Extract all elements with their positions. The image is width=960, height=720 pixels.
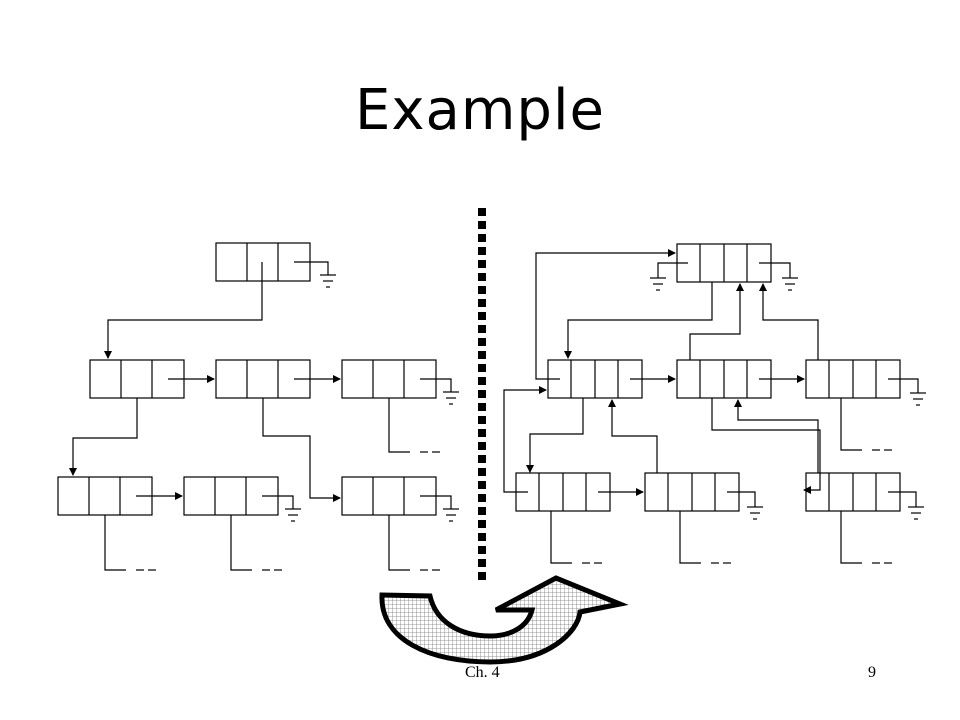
parent-pointer-arrow	[689, 283, 744, 360]
transform-arrow-icon	[379, 575, 629, 665]
child-pointer-arrow	[104, 262, 263, 359]
child-pointer-arrow	[711, 398, 821, 494]
right-node	[644, 472, 740, 512]
child-pointer-line	[388, 398, 410, 453]
parent-pointer-arrow	[759, 283, 819, 360]
ground-icon	[294, 261, 336, 288]
child-pointer-arrow	[526, 398, 584, 473]
parent-pointer-arrow	[608, 399, 658, 473]
ground-icon	[650, 262, 688, 291]
parent-pointer-arrow	[734, 399, 819, 473]
ground-icon	[420, 495, 459, 522]
child-pointer-arrow	[564, 282, 713, 359]
right-node	[676, 359, 772, 399]
parent-pointer-arrow	[535, 249, 676, 380]
right-root-node	[676, 243, 772, 283]
ground-icon	[888, 378, 926, 406]
ground-icon	[420, 378, 459, 405]
right-node	[805, 359, 901, 399]
right-node	[515, 472, 611, 512]
child-pointer-arrow	[69, 398, 138, 476]
ground-icon	[759, 262, 798, 291]
parent-pointer-arrow	[503, 386, 547, 493]
ground-icon	[888, 491, 924, 520]
child-pointer-arrow	[262, 398, 341, 502]
footer-chapter: Ch. 4	[465, 664, 500, 681]
ground-icon	[262, 495, 301, 522]
ground-icon	[727, 491, 763, 520]
right-node	[547, 359, 643, 399]
page-title: Example	[355, 78, 605, 143]
page-number: 9	[868, 664, 876, 681]
